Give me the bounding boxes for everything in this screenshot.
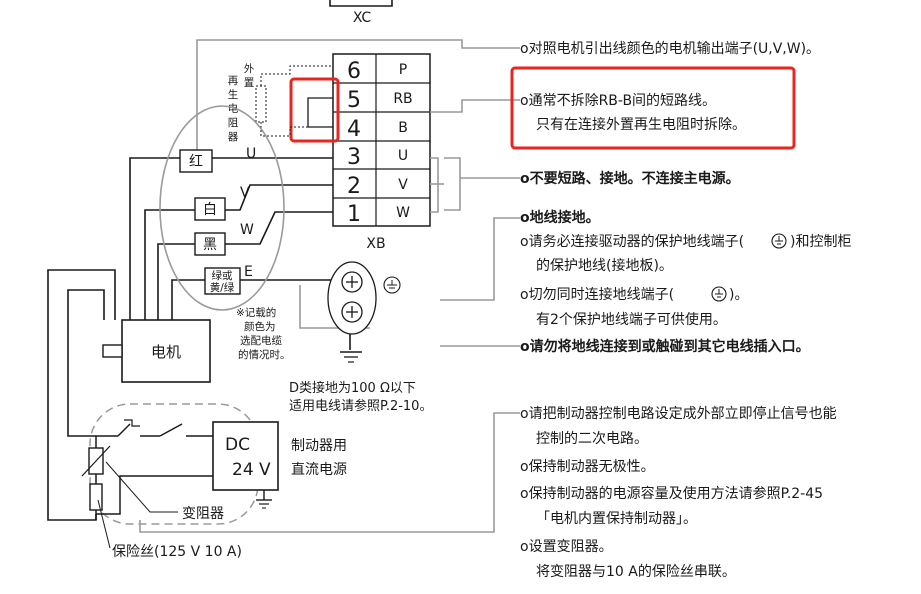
motor-label: 电机 <box>151 343 181 361</box>
external-regen-resistor: 再 生 电 阻 器 外 置 <box>228 63 333 143</box>
note-ground-1b: )和控制柜 <box>790 234 851 250</box>
wire-letter-u: U <box>246 146 256 162</box>
svg-text:适用电线请参照P.2-10。: 适用电线请参照P.2-10。 <box>289 398 432 414</box>
wire-color-oval <box>159 105 285 311</box>
brake-supply-label-2: 直流电源 <box>291 461 347 478</box>
fuse-icon <box>89 483 103 511</box>
dc-label: DC <box>225 435 250 455</box>
switch-icon <box>117 423 131 437</box>
svg-text:颜色为: 颜色为 <box>244 320 276 333</box>
svg-text:外: 外 <box>244 63 255 75</box>
highlight-box <box>510 66 796 150</box>
terminal-num: 1 <box>347 202 361 227</box>
terminal-signal: RB <box>393 91 412 107</box>
svg-text:选配电缆: 选配电缆 <box>240 334 282 347</box>
dc-supply-box <box>212 421 279 491</box>
note-ground-2b: )。 <box>729 287 748 303</box>
brake-circuit: DC 24 V 制动器用 直流电源 变阻器 保险丝(125 V 10 A) <box>81 403 347 560</box>
note-rb-2: 只有在连接外置再生电阻时拆除。 <box>536 116 746 133</box>
note-ground-title: o地线接地。 <box>520 209 600 226</box>
note-brake-3a: o保持制动器的电源容量及使用方法请参照P.2-45 <box>520 485 823 502</box>
note-ground-1c: 的保护地线(接地板)。 <box>536 257 673 274</box>
highlight-box <box>289 77 340 143</box>
earth-icon <box>771 233 787 249</box>
terminal-signal: U <box>398 148 408 164</box>
motor-shaft <box>102 344 123 358</box>
note-no-short: o不要短路、接地。不连接主电源。 <box>520 170 740 187</box>
note-ground-2c: 有2个保护地线端子可供使用。 <box>536 311 727 328</box>
terminal-num: 3 <box>347 145 361 170</box>
terminal-num: 5 <box>347 88 361 113</box>
note-brake-1a: o请把制动器控制电路设定成外部立即停止信号也能 <box>520 405 837 422</box>
regen-label-col1-char: 再 <box>228 75 239 87</box>
wire-letter-w: W <box>240 222 254 238</box>
brake-supply-label-1: 制动器用 <box>291 438 347 454</box>
note-brake-2: o保持制动器无极性。 <box>520 459 655 475</box>
svg-text:置: 置 <box>244 77 255 89</box>
note-ground-3: o请勿将地线连接到或触碰到其它电线插入口。 <box>520 338 810 355</box>
earth-icon <box>711 286 727 302</box>
terminal-num: 6 <box>347 59 361 84</box>
svg-text:阻: 阻 <box>228 117 239 129</box>
leader-lines <box>139 39 520 533</box>
note-ground-1a: o请务必连接驱动器的保护地线端子( <box>520 233 744 250</box>
note-brake-4a: o设置变阻器。 <box>520 539 613 555</box>
note-brake-4b: 将变阻器与10 A的保险丝串联。 <box>536 564 736 580</box>
terminal-signal: W <box>396 205 410 221</box>
wire-letter-e: E <box>244 264 253 280</box>
note-brake-3b: 「电机内置保持制动器」。 <box>536 511 697 527</box>
wire-color-ground-1: 绿或 <box>212 269 233 282</box>
note-ground-2a: o切勿同时连接地线端子( <box>520 286 674 303</box>
terminal-num: 4 <box>347 117 361 142</box>
wire-color-boxes: 红 U 白 V 黑 W 绿或 黄/绿 E <box>179 146 256 295</box>
color-note: ※记载的 颜色为 选配电缆 的情况时。 <box>236 306 291 361</box>
terminal-signal: B <box>398 120 408 136</box>
svg-text:器: 器 <box>228 131 239 143</box>
svg-text:※记载的: ※记载的 <box>236 306 276 319</box>
xc-connector: XC <box>329 0 393 26</box>
earth-screws <box>327 261 401 363</box>
wire-color-red: 红 <box>189 154 203 170</box>
varistor-label: 变阻器 <box>182 506 224 522</box>
ground-note: D类接地为100 Ω以下 适用电线请参照P.2-10。 <box>289 380 432 414</box>
note-brake-1b: 控制的二次电路。 <box>536 431 648 447</box>
right-notes: o对照电机引出线颜色的电机输出端子(U,V,W)。 o通常不拆除RB-B间的短路… <box>510 40 851 580</box>
motor: 电机 <box>102 319 211 383</box>
svg-text:D类接地为100 Ω以下: D类接地为100 Ω以下 <box>289 380 416 396</box>
terminal-num: 2 <box>347 174 361 199</box>
wire-color-ground-2: 黄/绿 <box>210 281 235 294</box>
svg-text:生: 生 <box>228 88 239 101</box>
dc-voltage: 24 V <box>232 460 271 480</box>
terminal-block-xb: 6 5 4 3 2 1 P RB B U V W XB <box>332 53 431 252</box>
svg-text:的情况时。: 的情况时。 <box>238 348 291 361</box>
wire-color-black: 黑 <box>203 237 217 253</box>
wire-letter-v: V <box>240 185 250 201</box>
fuse-label: 保险丝(125 V 10 A) <box>112 544 242 560</box>
xc-label: XC <box>353 10 372 26</box>
xb-label: XB <box>366 236 385 252</box>
terminal-signal: V <box>398 177 408 193</box>
wire-color-white: 白 <box>203 202 217 218</box>
rb-b-short-bar <box>289 77 340 143</box>
note-rb-1: o通常不拆除RB-B间的短路线。 <box>520 93 716 109</box>
note-uvw: o对照电机引出线颜色的电机输出端子(U,V,W)。 <box>520 40 820 57</box>
terminal-signal: P <box>399 62 407 78</box>
ground-icon <box>340 351 362 363</box>
